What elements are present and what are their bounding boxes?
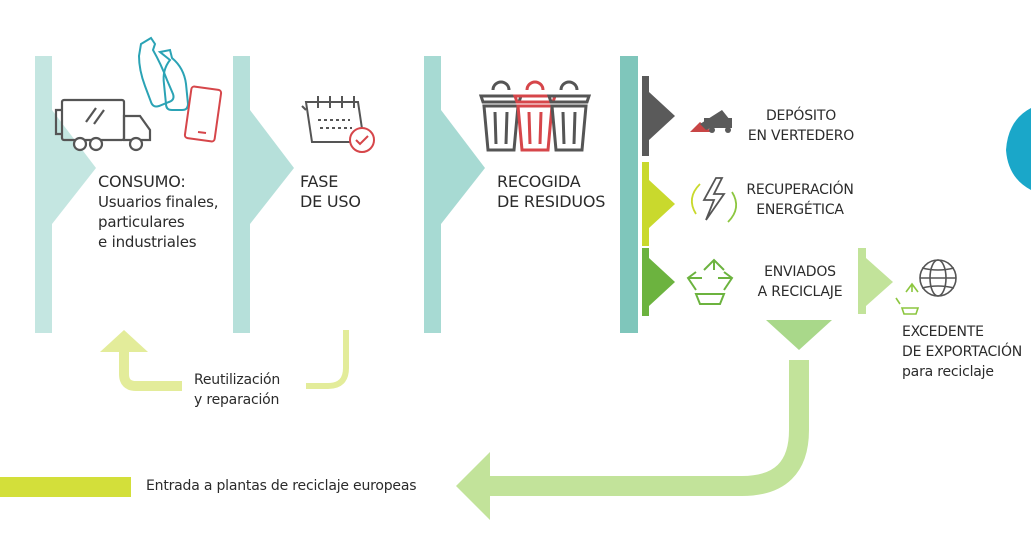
export-label: EXCEDENTE DE EXPORTACIÓN para reciclaje [902, 322, 1022, 382]
reuse-label: Reutilización y reparación [194, 370, 280, 410]
output-vertedero-label: DEPÓSITO EN VERTEDERO [742, 106, 860, 146]
landfill-truck-icon [690, 110, 732, 133]
stage-recogida-line2: DE RESIDUOS [497, 192, 606, 211]
reuse-line2: y reparación [194, 392, 280, 408]
phone-icon [183, 85, 223, 143]
output-vertedero-line1: DEPÓSITO [765, 108, 837, 124]
output-energetica-marker [642, 162, 675, 246]
stage-fase-uso-column [233, 56, 294, 333]
calendar-icon [301, 96, 375, 153]
output-energetica-line2: ENERGÉTICA [756, 202, 844, 218]
waste-bins-icon [478, 80, 592, 152]
return-flow-arrow [456, 320, 832, 520]
output-reciclaje-marker [642, 248, 675, 316]
bottles-icon [137, 36, 190, 111]
lightning-icon [690, 177, 738, 223]
output-reciclaje-line1: ENVIADOS [764, 264, 836, 280]
output-energetica-line1: RECUPERACIÓN [746, 182, 854, 198]
export-line3: para reciclaje [902, 364, 994, 380]
output-reciclaje-label: ENVIADOS A RECICLAJE [746, 262, 854, 302]
globe-icon [919, 259, 957, 297]
output-vertedero-line2: EN VERTEDERO [747, 128, 855, 144]
export-line2: DE EXPORTACIÓN [902, 344, 1023, 360]
stage-consumo-label: CONSUMO: Usuarios finales, particulares … [98, 172, 219, 252]
output-reciclaje-line2: A RECICLAJE [757, 284, 843, 300]
stage-recogida-label: RECOGIDA DE RESIDUOS [497, 172, 605, 212]
stage-recogida-column [424, 56, 485, 333]
output-energetica-label: RECUPERACIÓN ENERGÉTICA [738, 180, 862, 220]
small-recycle-icon [895, 282, 920, 315]
stage-consumo-line4: e industriales [98, 233, 197, 251]
recycle-icon [686, 258, 734, 305]
stage-fase-uso-line1: FASE [300, 172, 339, 191]
output-vertedero-marker [642, 76, 675, 156]
stage-consumo-line2: Usuarios finales, [98, 193, 219, 211]
export-line1: EXCEDENTE [902, 324, 984, 340]
entrance-bar [0, 477, 131, 497]
stage-fase-uso-line2: DE USO [300, 192, 361, 211]
partial-circle-graphic [1006, 108, 1031, 190]
stage-consumo-title: CONSUMO: [98, 172, 186, 191]
entrance-label: Entrada a plantas de reciclaje europeas [146, 478, 417, 494]
stage-consumo-line3: particulares [98, 213, 185, 231]
stage-divider-bar [620, 56, 638, 333]
stage-fase-uso-label: FASE DE USO [300, 172, 361, 212]
export-arrow [858, 248, 893, 314]
truck-icon [54, 98, 152, 152]
stage-consumo-column [35, 56, 96, 333]
reuse-line1: Reutilización [194, 372, 281, 388]
stage-recogida-line1: RECOGIDA [497, 172, 581, 191]
reuse-loop-arrow [100, 330, 349, 391]
